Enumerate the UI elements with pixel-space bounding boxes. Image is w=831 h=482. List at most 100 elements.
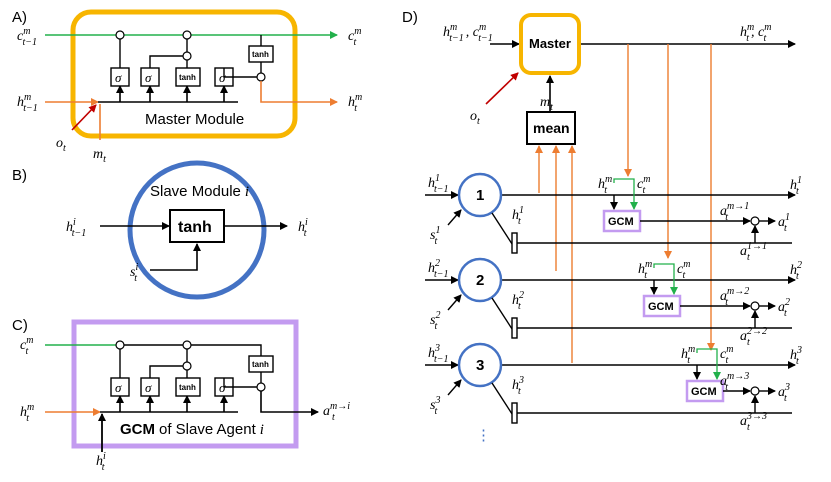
master-module-box (70, 9, 298, 139)
a-tanh-box (175, 67, 201, 87)
d-agent1-circle (457, 172, 503, 218)
c-out-times-op (256, 382, 266, 392)
b-tanh-label: tanh (178, 219, 212, 236)
d-agent2-circle (457, 257, 503, 303)
c-input-times-op (182, 361, 192, 371)
a-hidden-out-line (260, 81, 338, 106)
d-obs-label: ot (470, 109, 480, 127)
a-msg-label: mt (93, 147, 106, 165)
a-cell-plus-op (182, 30, 192, 40)
a-sigma-label-3: σ (219, 70, 226, 85)
d-agent3-plus-op (750, 386, 760, 396)
d-agent3-c-to-gcm (696, 348, 721, 380)
d-agent2-gcm-label: GCM (648, 301, 674, 313)
a-sigma-label-2: σ (145, 70, 152, 85)
d-agent1-state-line (447, 209, 462, 226)
c-input-path (149, 365, 183, 378)
a-out-tanh-label: tanh (252, 50, 269, 59)
a-og-to-times (223, 68, 257, 78)
a-input-path (149, 55, 183, 68)
d-mean-label: mean (533, 120, 570, 136)
panel-b-label: B) (12, 167, 27, 184)
d-agent3-state-line (447, 379, 462, 396)
panel-a-label: A) (12, 9, 27, 26)
a-tanh-label: tanh (179, 73, 196, 82)
d-agent1-gcm-label: GCM (608, 216, 634, 228)
c-sigma-label-2: σ (145, 380, 152, 395)
c-sigma-label-3: σ (219, 380, 226, 395)
d-agent3-index: 3 (476, 357, 484, 374)
a-cell-times-op (115, 30, 125, 40)
d-agent3-circle (457, 342, 503, 388)
a-obs-label: ot (56, 136, 66, 154)
c-cell-plus-op (182, 340, 192, 350)
c-og-to-times (223, 378, 257, 388)
b-state-line (150, 243, 201, 271)
d-agent2-diag-line (491, 297, 515, 333)
d-agent1-bar (511, 232, 518, 254)
a-module-title: Master Module (145, 111, 244, 128)
d-agent3-diag-line (491, 382, 515, 418)
gcm-box (71, 319, 299, 449)
a-input-times-op (182, 51, 192, 61)
a-obs-line (71, 104, 97, 131)
slave-module-circle (127, 160, 267, 300)
d-agent3-bar (511, 402, 518, 424)
d-mean-box (526, 111, 576, 145)
d-agent2-state-line (447, 294, 462, 311)
c-cell-times-op (115, 340, 125, 350)
a-out-times-op (256, 72, 266, 82)
d-agent2-bar (511, 317, 518, 339)
d-agent1-plus-op (750, 216, 760, 226)
d-agent1-diag-line (491, 212, 515, 248)
a-sigma-label-1: σ (115, 70, 122, 85)
panel-d-label: D) (402, 9, 418, 26)
d-msg-label: mt (540, 95, 553, 113)
d-agent3-gcm-label: GCM (691, 386, 717, 398)
c-out-tanh-label: tanh (252, 360, 269, 369)
d-agent2-index: 2 (476, 272, 484, 289)
panel-c-label: C) (12, 317, 28, 334)
d-obs-line (485, 72, 519, 105)
c-sigma-label-1: σ (115, 380, 122, 395)
